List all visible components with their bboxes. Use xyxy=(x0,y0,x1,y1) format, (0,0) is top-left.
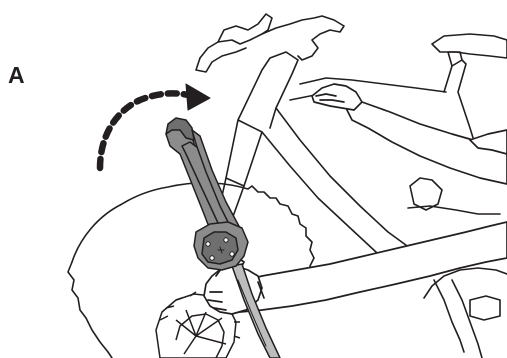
fork-left xyxy=(237,51,299,129)
crank-arm xyxy=(433,279,465,353)
head-tube xyxy=(225,119,263,187)
right-sleeve xyxy=(469,129,507,155)
right-hand xyxy=(311,83,363,111)
right-arm xyxy=(311,83,507,185)
left-wrist-crease xyxy=(257,281,265,299)
rotation-arrow-head xyxy=(185,83,211,111)
brake-lever xyxy=(217,13,273,43)
rotation-arrow-path xyxy=(96,90,196,172)
rear-wheel-inner xyxy=(423,267,507,299)
cassette-spokes xyxy=(175,309,227,355)
curved-dashed-arrow-icon xyxy=(96,83,211,172)
lock-rivet xyxy=(209,255,215,261)
chainring-outline xyxy=(409,177,443,211)
left-hand-fingers xyxy=(207,291,227,311)
saddle xyxy=(431,33,507,59)
lock-rivet xyxy=(205,241,211,247)
front-wheel-lower xyxy=(67,261,113,358)
right-forearm xyxy=(339,95,507,185)
down-tube-lower xyxy=(261,131,397,267)
down-tube xyxy=(275,107,411,249)
lock-rivet xyxy=(223,237,229,243)
chainstay xyxy=(407,205,501,215)
lock-keyhole xyxy=(217,246,225,254)
top-tube xyxy=(299,77,447,93)
lock-shaft xyxy=(231,263,281,358)
panel-label: A xyxy=(8,62,25,88)
front-wheel xyxy=(71,181,315,275)
frame-lock xyxy=(165,117,281,358)
handlebar xyxy=(199,15,345,61)
right-hand-fingers xyxy=(315,93,345,103)
lock-rivet xyxy=(229,251,235,257)
lock-shaft-highlight xyxy=(237,279,267,347)
pedal xyxy=(469,295,501,321)
handlebar-grip-left xyxy=(195,47,247,73)
crank-arm-right xyxy=(451,279,483,358)
left-forearm xyxy=(231,221,507,313)
